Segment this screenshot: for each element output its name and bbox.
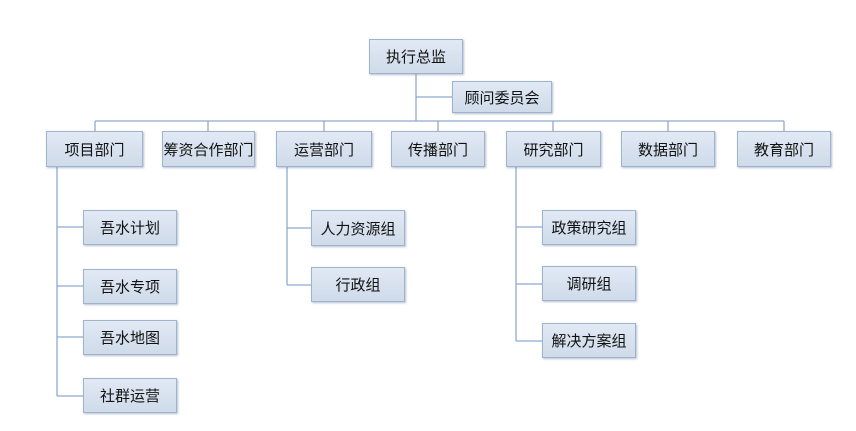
node-ops-child: 人力资源组: [311, 210, 405, 246]
dept-operations: 运营部门: [276, 131, 372, 167]
node-advisory: 顾问委员会: [452, 81, 552, 113]
node-root: 执行总监: [369, 39, 463, 74]
node-ops-child: 行政组: [311, 267, 405, 302]
dept-communication: 传播部门: [391, 131, 485, 167]
node-project-child: 社群运营: [83, 378, 177, 413]
node-project-child: 吾水专项: [83, 269, 177, 304]
dept-data: 数据部门: [621, 131, 715, 167]
dept-education: 教育部门: [737, 131, 831, 167]
node-research-child: 调研组: [542, 266, 636, 301]
node-project-child: 吾水地图: [83, 320, 177, 355]
dept-research: 研究部门: [506, 131, 601, 167]
dept-fundraising: 筹资合作部门: [162, 131, 255, 167]
node-project-child: 吾水计划: [83, 210, 177, 245]
dept-project: 项目部门: [46, 131, 143, 167]
node-research-child: 政策研究组: [542, 210, 636, 245]
node-research-child: 解决方案组: [542, 323, 636, 358]
